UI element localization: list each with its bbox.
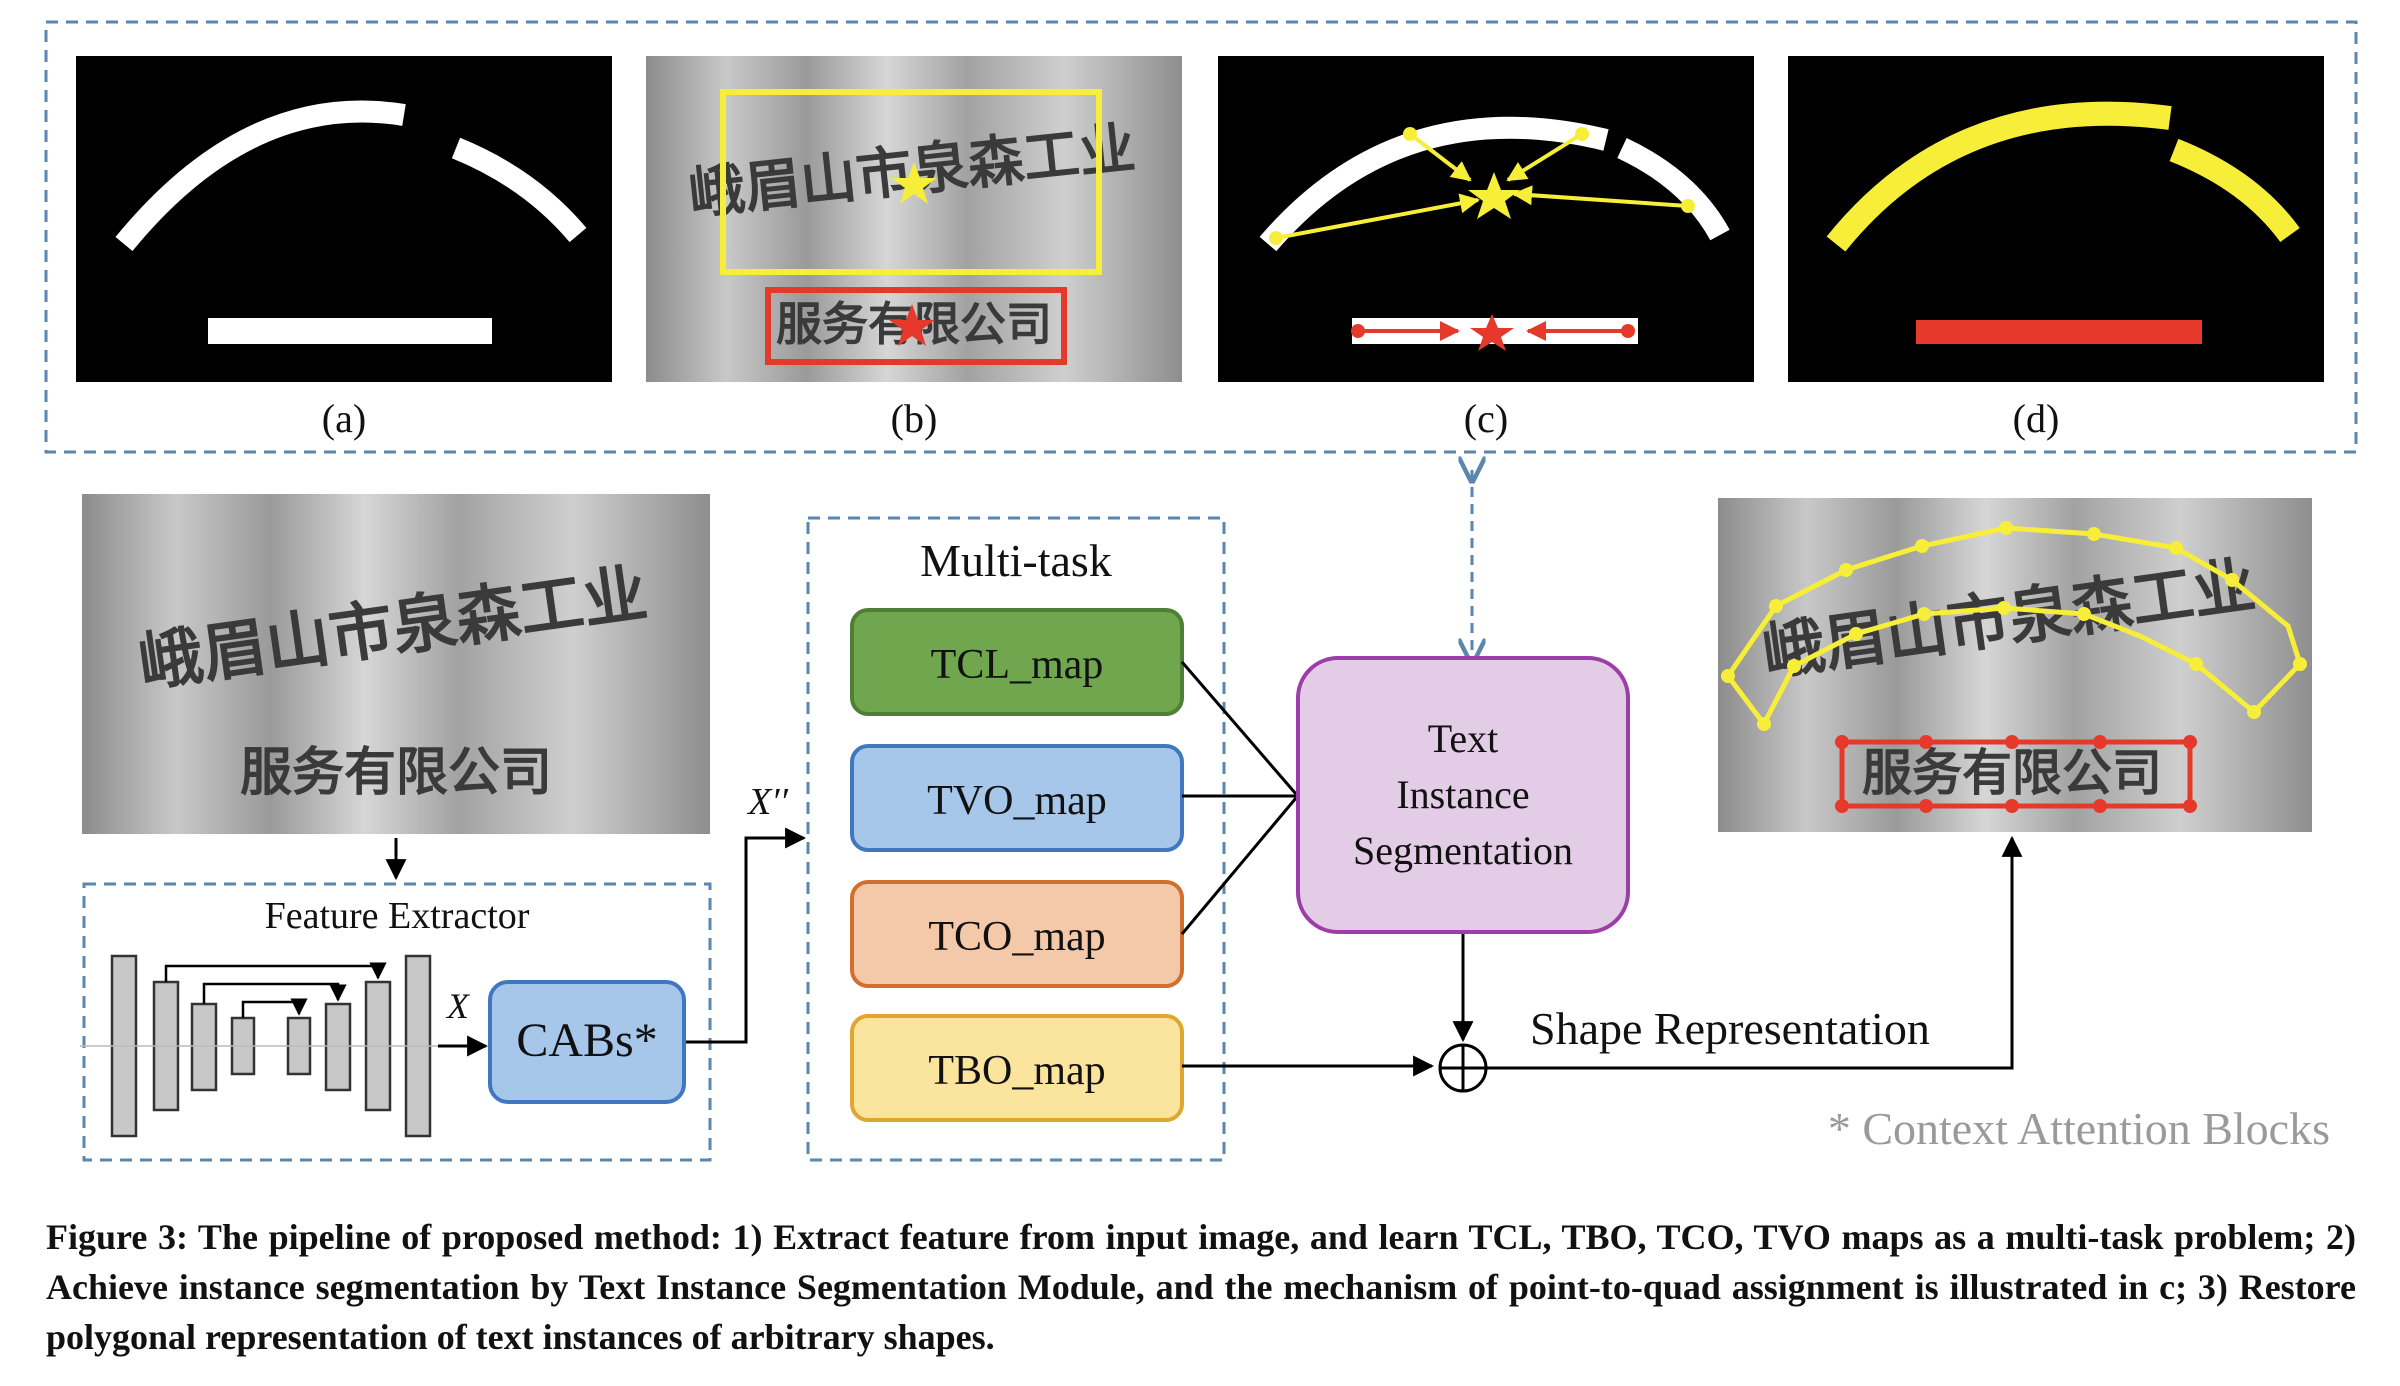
cabs-label: CABs* (516, 1014, 657, 1067)
panel-b-red-box (765, 287, 1067, 365)
skip-connections (164, 962, 387, 1018)
feature-extractor-frame (82, 882, 712, 1162)
panel-b-yellow-box (720, 89, 1102, 275)
panel-a-label: (a) (322, 396, 366, 441)
input-image-text-bottom: 服务有限公司 (240, 743, 552, 803)
cabs-to-multitask-arrow (686, 827, 807, 1044)
panel-c-red-star (1470, 314, 1514, 351)
panel-d-label: (d) (2013, 396, 2060, 441)
segmentation-line-3: Segmentation (1353, 828, 1573, 873)
shape-representation-arrow (1486, 835, 2023, 1070)
panel-d (1788, 56, 2324, 382)
panel-b-label: (b) (891, 396, 938, 441)
combine-plus-icon (1438, 1043, 1488, 1093)
multitask-frame (806, 516, 1226, 1162)
x-double-prime-label: X′′ (746, 781, 789, 823)
panel-b: 峨眉山市泉森工业 服务有限公司 (646, 56, 1182, 382)
feature-extractor-title: Feature Extractor (265, 895, 530, 937)
top-panel-frame (44, 20, 2358, 454)
text-instance-segmentation-block (1296, 656, 1630, 934)
map-connectors (1180, 661, 1298, 935)
tco-map-label: TCO_map (928, 914, 1105, 960)
panel-b-red-star (889, 304, 935, 346)
footnote: * Context Attention Blocks (1828, 1103, 2330, 1154)
output-image-text-bottom: 服务有限公司 (1862, 744, 2162, 802)
tbo-map-box (850, 1014, 1184, 1122)
tcl-map-label: TCL_map (931, 642, 1104, 688)
panel-c (1218, 56, 1754, 382)
tvo-map-box (850, 744, 1184, 852)
panel-a (76, 56, 612, 382)
segmentation-line-2: Instance (1396, 772, 1529, 817)
cabs-block (488, 980, 686, 1104)
panel-c-label: (c) (1464, 396, 1508, 441)
segmentation-line-1: Text (1428, 716, 1499, 761)
panel-b-yellow-star (891, 162, 937, 204)
figure-caption: Figure 3: The pipeline of proposed metho… (46, 1217, 2356, 1357)
multitask-title: Multi-task (920, 535, 1112, 586)
output-image: 峨眉山市泉森工业 服务有限公司 (1718, 498, 2312, 832)
tvo-map-label: TVO_map (927, 778, 1107, 824)
x-label: X (445, 986, 471, 1026)
shape-representation-label: Shape Representation (1530, 1003, 1930, 1054)
output-yellow-polygon (1724, 525, 2303, 729)
input-image: 峨眉山市泉森工业 服务有限公司 (82, 494, 710, 834)
tbo-map-label: TBO_map (928, 1048, 1105, 1094)
panel-c-yellow-star (1468, 172, 1520, 219)
